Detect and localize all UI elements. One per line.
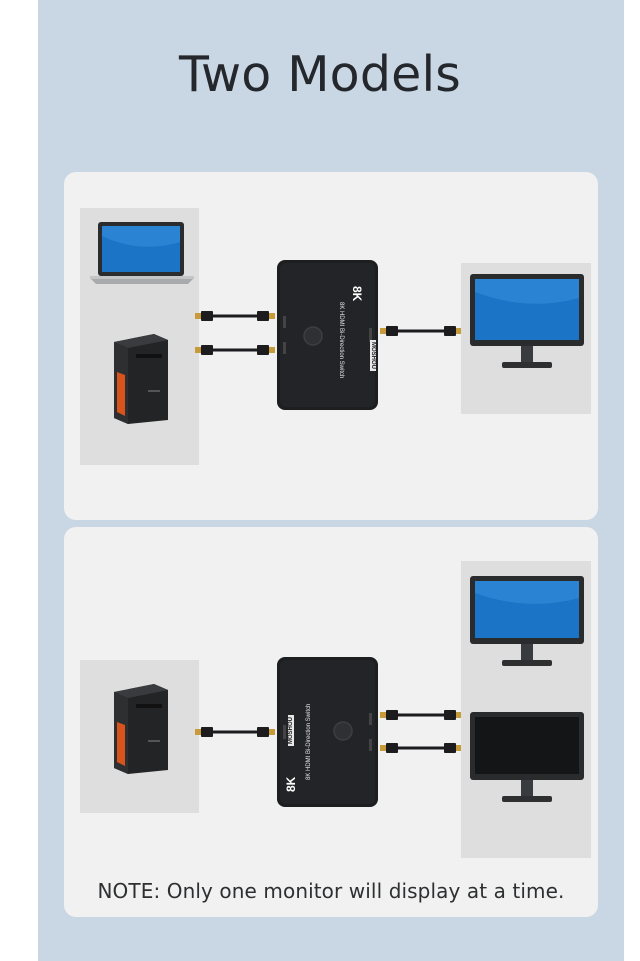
switch-brand-label: MOSHOU <box>288 715 294 746</box>
laptop-icon <box>90 222 194 284</box>
monitor-icon <box>470 712 584 802</box>
switch-badge: 8K <box>284 776 298 792</box>
hdmi-cable-output-2 <box>380 743 462 753</box>
note-text: NOTE: Only one monitor will display at a… <box>97 879 565 903</box>
desktop-tower-icon <box>114 684 168 774</box>
switch-product-label: 8K HDMI Bi-Direction Switch <box>338 302 344 379</box>
switch-product-label: 8K HDMI Bi-Direction Switch <box>306 703 312 780</box>
hdmi-switch-device <box>277 657 378 807</box>
monitor-icon <box>470 576 584 666</box>
monitor-icon <box>470 274 584 368</box>
hdmi-switch-device <box>277 260 378 410</box>
hdmi-cable-output-1 <box>380 710 462 720</box>
hdmi-cable-input-2 <box>195 345 275 355</box>
switch-brand-label: MOSHOU <box>370 340 376 371</box>
switch-badge: 8K <box>350 286 364 302</box>
hdmi-cable-input-1 <box>195 727 275 737</box>
page-title: Two Models <box>178 46 462 103</box>
hdmi-cable-output-1 <box>380 326 462 336</box>
desktop-tower-icon <box>114 334 168 424</box>
hdmi-cable-input-1 <box>195 311 275 321</box>
